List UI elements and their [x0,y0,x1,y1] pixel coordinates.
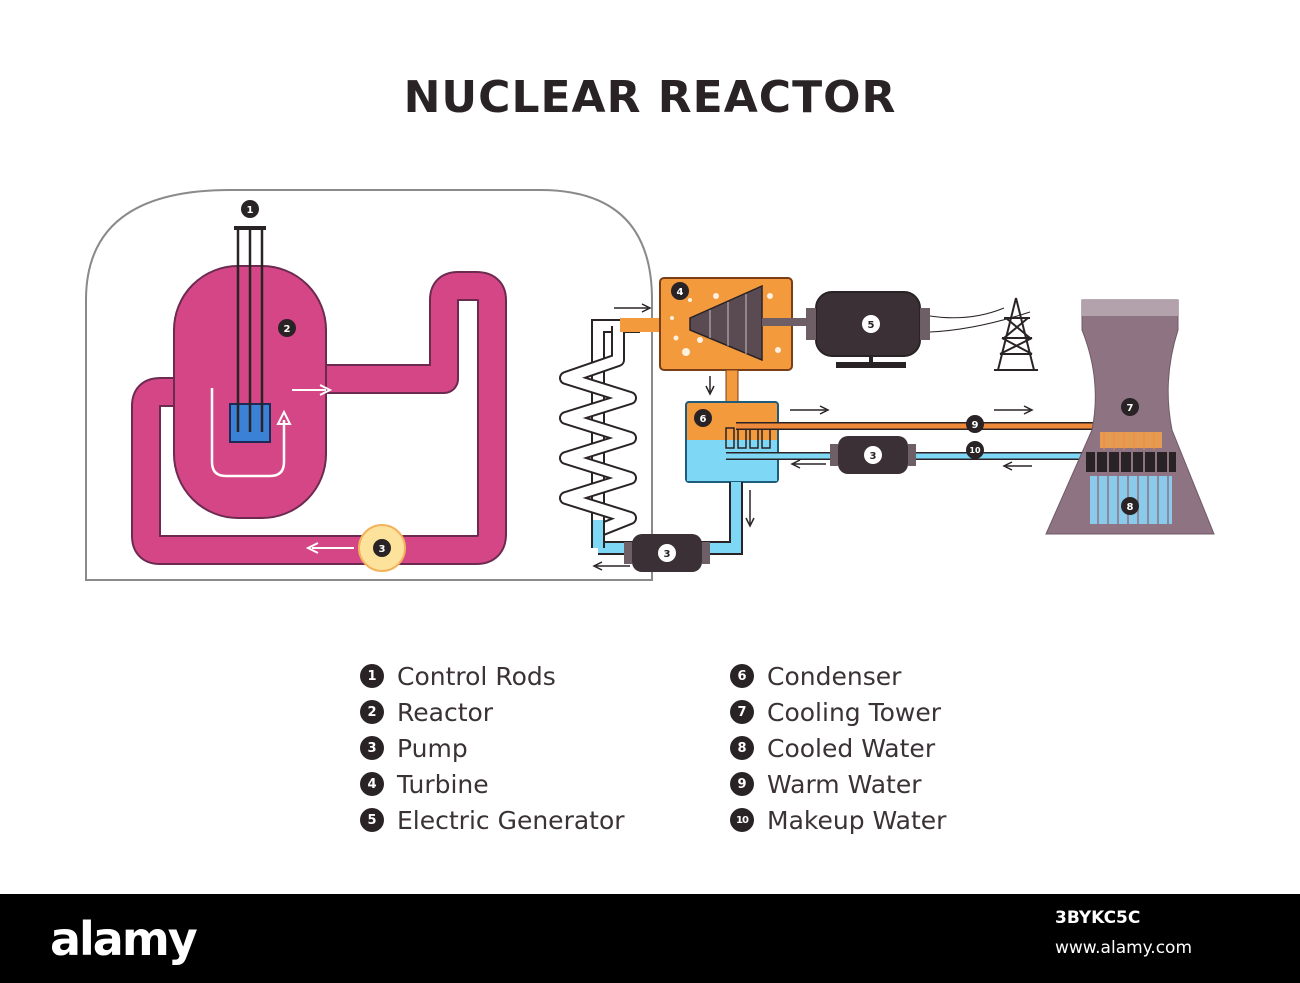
control-rods [236,228,264,432]
marker-10: 10 [966,441,984,459]
legend-label: Warm Water [767,769,922,799]
legend-label: Control Rods [397,661,556,691]
legend-number: 5 [360,808,384,832]
marker-6: 6 [694,409,712,427]
marker-7: 7 [1121,398,1139,416]
marker-1: 1 [241,200,259,218]
footer-image-id: 3BYKC5C [1055,908,1141,928]
cooling-tower-spray [1100,432,1162,448]
legend-item: 6 Condenser [730,658,946,694]
footer-brand-logo: alamy [50,912,198,966]
svg-text:6: 6 [700,414,707,425]
marker-5: 5 [862,315,880,333]
legend-number: 6 [730,664,754,688]
containment-building [85,189,653,581]
legend-item: 5 Electric Generator [360,802,625,838]
steam-generator-coil [559,319,640,548]
legend-label: Cooled Water [767,733,936,763]
marker-3-feedwater: 3 [658,544,676,562]
legend-label: Condenser [767,661,902,691]
marker-2: 2 [278,319,296,337]
nuclear-reactor-diagram: 1 2 3 4 5 6 3 3 7 8 9 10 [85,189,1215,581]
marker-8: 8 [1121,497,1139,515]
legend-item: 1 Control Rods [360,658,625,694]
legend-number: 8 [730,736,754,760]
legend-number: 9 [730,772,754,796]
svg-text:10: 10 [969,446,981,455]
turbine-blades [689,284,763,362]
svg-text:2: 2 [284,324,291,335]
legend-number: 2 [360,700,384,724]
legend-number: 7 [730,700,754,724]
marker-3-cooling: 3 [864,446,882,464]
legend-label: Electric Generator [397,805,625,835]
svg-text:5: 5 [868,320,875,331]
legend-number: 4 [360,772,384,796]
legend-number: 1 [360,664,384,688]
legend-item: 7 Cooling Tower [730,694,946,730]
marker-9: 9 [966,415,984,433]
legend-label: Pump [397,733,468,763]
legend-label: Reactor [397,697,494,727]
svg-text:3: 3 [664,549,671,560]
legend-item: 10 Makeup Water [730,802,946,838]
legend-label: Makeup Water [767,805,947,835]
legend-label: Cooling Tower [767,697,942,727]
legend-item: 4 Turbine [360,766,625,802]
svg-text:3: 3 [379,544,386,555]
svg-text:4: 4 [677,287,684,298]
svg-text:3: 3 [870,451,877,462]
svg-text:7: 7 [1127,403,1134,414]
legend-left: 1 Control Rods 2 Reactor 3 Pump 4 Turbin… [360,658,625,838]
page-title: NUCLEAR REACTOR [403,72,897,123]
legend-label: Turbine [397,769,489,799]
legend-item: 9 Warm Water [730,766,946,802]
cooling-tower [1045,299,1215,535]
svg-text:8: 8 [1127,502,1134,513]
legend-item: 2 Reactor [360,694,625,730]
legend-item: 8 Cooled Water [730,730,946,766]
reactor-flow-arrow [210,388,286,478]
svg-text:9: 9 [972,420,979,431]
power-pylon [994,297,1038,371]
legend-right: 6 Condenser 7 Cooling Tower 8 Cooled Wat… [730,658,946,838]
footer-site-link[interactable]: www.alamy.com [1055,938,1193,958]
marker-3-primary: 3 [373,539,391,557]
legend-item: 3 Pump [360,730,625,766]
legend-number: 10 [730,808,754,832]
primary-flow-arrows [292,384,354,554]
legend-number: 3 [360,736,384,760]
footer-banner: alamy 3BYKC5C www.alamy.com [0,894,1300,983]
svg-text:1: 1 [247,205,254,216]
marker-4: 4 [671,282,689,300]
